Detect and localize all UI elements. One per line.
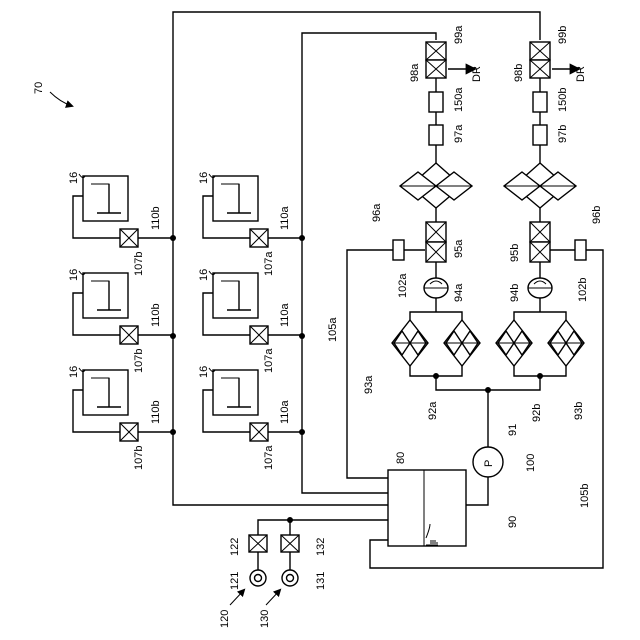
label-107b: 107b: [133, 446, 145, 470]
label-110b: 110b: [150, 400, 162, 424]
label-99b: 99b: [557, 26, 569, 44]
label-99a: 99a: [453, 25, 465, 44]
label-95a: 95a: [453, 239, 465, 258]
label-93a: 93a: [363, 375, 375, 394]
label-110b: 110b: [150, 206, 162, 230]
label-16: 16: [198, 269, 210, 281]
label-94b: 94b: [509, 284, 521, 302]
label-131: 131: [315, 572, 327, 590]
label-dr-a: DR: [471, 66, 483, 82]
label-107b: 107b: [133, 252, 145, 276]
label-94a: 94a: [453, 283, 465, 302]
label-150a: 150a: [453, 87, 465, 112]
unit-16-box: [213, 273, 258, 318]
label-p: P: [483, 460, 495, 467]
label-16: 16: [68, 172, 80, 184]
label-91: 91: [507, 424, 519, 436]
label-92a: 92a: [427, 401, 439, 420]
label-100: 100: [525, 454, 537, 472]
label-110a: 110a: [279, 399, 291, 424]
label-90: 90: [507, 516, 519, 528]
label-107a: 107a: [263, 445, 275, 470]
filter-bank-93b: [496, 320, 584, 366]
label-98a: 98a: [409, 63, 421, 82]
label-96a: 96a: [371, 203, 383, 222]
tank-80: [388, 470, 466, 546]
label-107b: 107b: [133, 349, 145, 373]
label-110b: 110b: [150, 303, 162, 327]
label-figure-70: 70: [33, 82, 45, 94]
unit-16-box: [213, 176, 258, 221]
label-16: 16: [198, 366, 210, 378]
label-150b: 150b: [557, 88, 569, 112]
label-97a: 97a: [453, 124, 465, 143]
label-130: 130: [259, 610, 271, 628]
label-110a: 110a: [279, 205, 291, 230]
label-93b: 93b: [573, 402, 585, 420]
label-107a: 107a: [263, 348, 275, 373]
label-96b: 96b: [591, 206, 603, 224]
label-121: 121: [229, 572, 241, 590]
unit-16-box: [83, 370, 128, 415]
label-dr-b: DR: [575, 66, 587, 82]
label-16: 16: [68, 366, 80, 378]
label-92b: 92b: [531, 404, 543, 422]
unit-16-box: [83, 176, 128, 221]
label-102b: 102b: [577, 278, 589, 302]
column-a: [393, 42, 472, 298]
label-98b: 98b: [513, 64, 525, 82]
unit-16-box: [213, 370, 258, 415]
label-102a: 102a: [397, 273, 409, 298]
label-122: 122: [229, 538, 241, 556]
label-80: 80: [395, 452, 407, 464]
unit-groups: 16 107b 110b 16 107b 110b 16 107b 110b 16 107a 110a…: [68, 172, 302, 470]
label-97b: 97b: [557, 125, 569, 143]
label-95b: 95b: [509, 244, 521, 262]
unit-16-box: [83, 273, 128, 318]
label-105a: 105a: [327, 317, 339, 342]
label-107a: 107a: [263, 251, 275, 276]
label-110a: 110a: [279, 302, 291, 327]
label-132: 132: [315, 538, 327, 556]
filter-bank-93a: [392, 320, 480, 366]
label-105b: 105b: [579, 484, 591, 508]
label-120: 120: [219, 610, 231, 628]
label-16: 16: [68, 269, 80, 281]
label-16: 16: [198, 172, 210, 184]
